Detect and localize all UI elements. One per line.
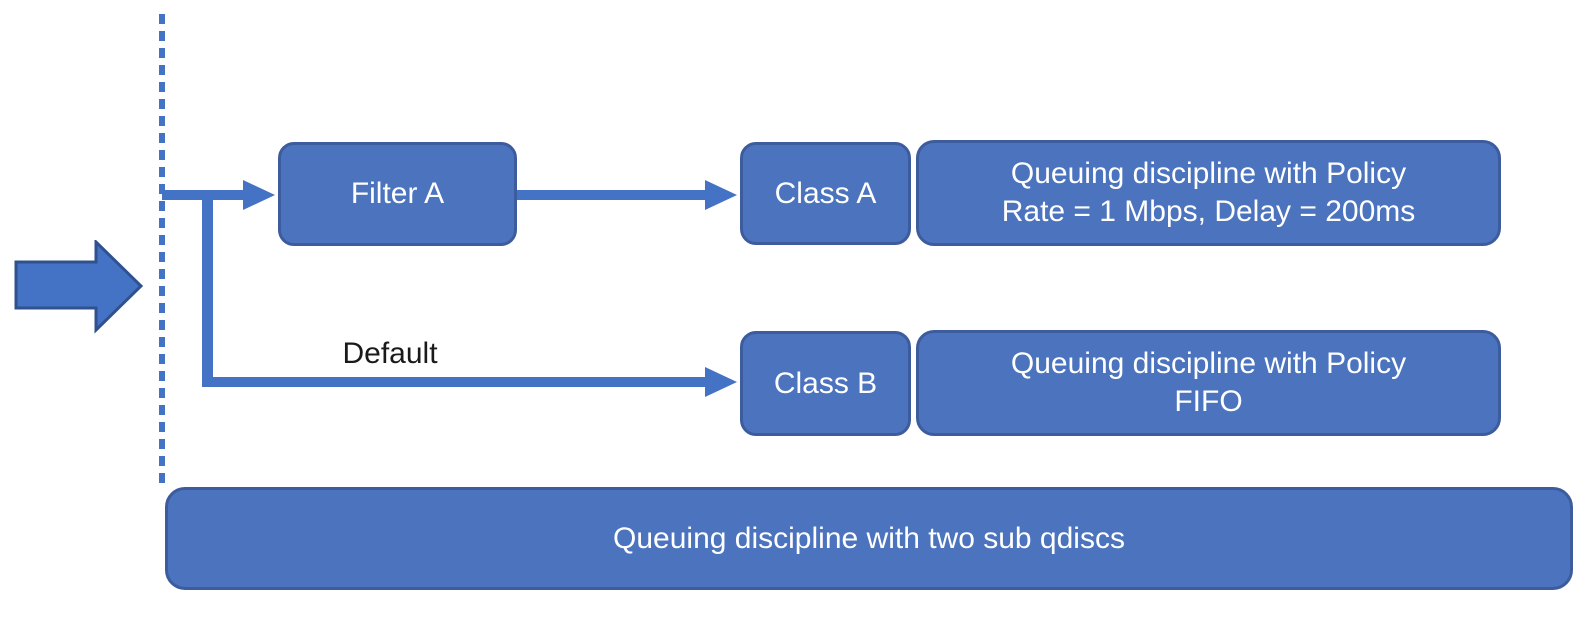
edge-default-to-classb-line — [202, 377, 706, 387]
edge-filter-to-classa-line — [515, 190, 707, 200]
policy-a-node: Queuing discipline with Policy Rate = 1 … — [916, 140, 1501, 246]
edge-filter-to-classa-arrowhead-icon — [705, 180, 737, 210]
policy-a-line1: Queuing discipline with Policy — [1010, 157, 1407, 190]
filter-a-label: Filter A — [350, 177, 445, 210]
default-branch-line — [202, 190, 213, 387]
policy-b-node: Queuing discipline with Policy FIFO — [916, 330, 1501, 436]
class-a-node: Class A — [740, 142, 911, 245]
edge-default-to-classb-arrowhead-icon — [705, 367, 737, 397]
incoming-traffic-arrow-icon — [14, 240, 144, 334]
root-qdisc-node: Queuing discipline with two sub qdiscs — [165, 487, 1573, 590]
policy-b-line2: FIFO — [1174, 385, 1243, 418]
edge-root-to-filter-arrowhead-icon — [243, 180, 275, 210]
policy-b-line1: Queuing discipline with Policy — [1010, 347, 1407, 380]
class-a-label: Class A — [774, 176, 877, 210]
filter-a-node: Filter A — [278, 142, 517, 246]
default-edge-label: Default — [342, 337, 438, 370]
root-qdisc-label: Queuing discipline with two sub qdiscs — [613, 521, 1125, 555]
class-b-label: Class B — [773, 366, 878, 400]
class-b-node: Class B — [740, 331, 911, 436]
dashed-boundary-line — [159, 14, 165, 483]
policy-a-line2: Rate = 1 Mbps, Delay = 200ms — [1001, 195, 1416, 228]
